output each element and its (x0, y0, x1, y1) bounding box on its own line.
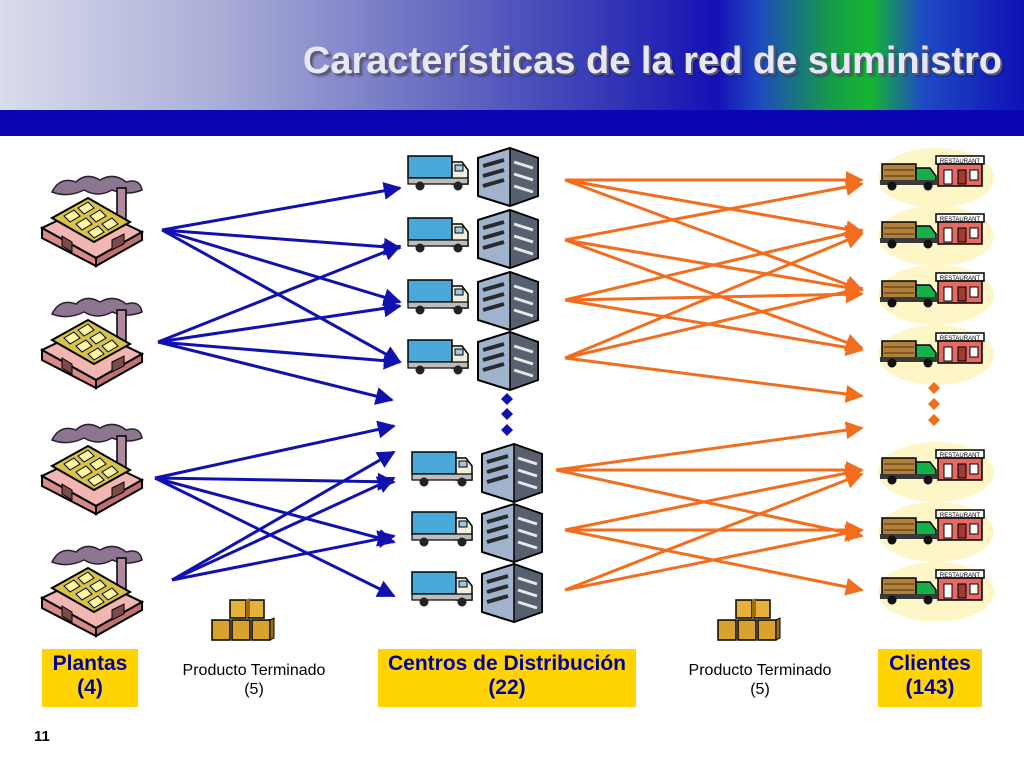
plant-4-factory-icon (41, 545, 143, 637)
distribution-centers-label: Centros de Distribución (22) (378, 649, 636, 707)
plant-1-factory-icon (41, 175, 143, 267)
plants-label-name: Plantas (52, 652, 128, 675)
dc-5-truck-warehouse-icon (410, 442, 544, 504)
dc-6-truck-warehouse-icon (410, 502, 544, 564)
dc-2-truck-warehouse-icon (406, 208, 540, 270)
customer-1-restaurant-icon (877, 147, 995, 209)
product-2-boxes-icon (717, 597, 781, 641)
product-label-1-count: (5) (244, 681, 264, 698)
product-1-boxes-icon (211, 597, 275, 641)
dc-to-customer-arrows (555, 171, 864, 596)
dc-7-truck-warehouse-icon (410, 562, 544, 624)
plant-2-factory-icon (41, 297, 143, 389)
plant-to-dc-arrows (154, 181, 402, 598)
customer-5-restaurant-icon (877, 441, 995, 503)
header-gradient (0, 0, 1024, 110)
dc-4-truck-warehouse-icon (406, 330, 540, 392)
product-label-2-count: (5) (750, 681, 770, 698)
plant-3-factory-icon (41, 423, 143, 515)
page-title: Características de la red de suministro (302, 40, 1002, 82)
distribution-centers-label-name: Centros de Distribución (387, 652, 627, 675)
dc-1-truck-warehouse-icon (406, 146, 540, 208)
customer-3-restaurant-icon (877, 264, 995, 326)
page-number: 11 (34, 728, 50, 745)
product-label-2-name: Producto Terminado (688, 662, 832, 679)
plants-label: Plantas (4) (42, 649, 138, 707)
dc-3-truck-warehouse-icon (406, 270, 540, 332)
customer-6-restaurant-icon (877, 501, 995, 563)
customer-2-restaurant-icon (877, 205, 995, 267)
customer-4-restaurant-icon (877, 324, 995, 386)
customers-label-name: Clientes (889, 652, 971, 675)
product-label-1: Producto Terminado (5) (168, 661, 340, 699)
product-label-1-name: Producto Terminado (182, 662, 326, 679)
customer-ellipsis (928, 382, 940, 426)
dc-ellipsis (501, 393, 513, 436)
plants-label-count: (4) (77, 676, 103, 699)
distribution-centers-label-count: (22) (488, 676, 526, 699)
header-bar (0, 110, 1024, 136)
customers-label: Clientes (143) (878, 649, 982, 707)
product-label-2: Producto Terminado (5) (674, 661, 846, 699)
customers-label-count: (143) (905, 676, 955, 699)
customer-7-restaurant-icon (877, 561, 995, 623)
